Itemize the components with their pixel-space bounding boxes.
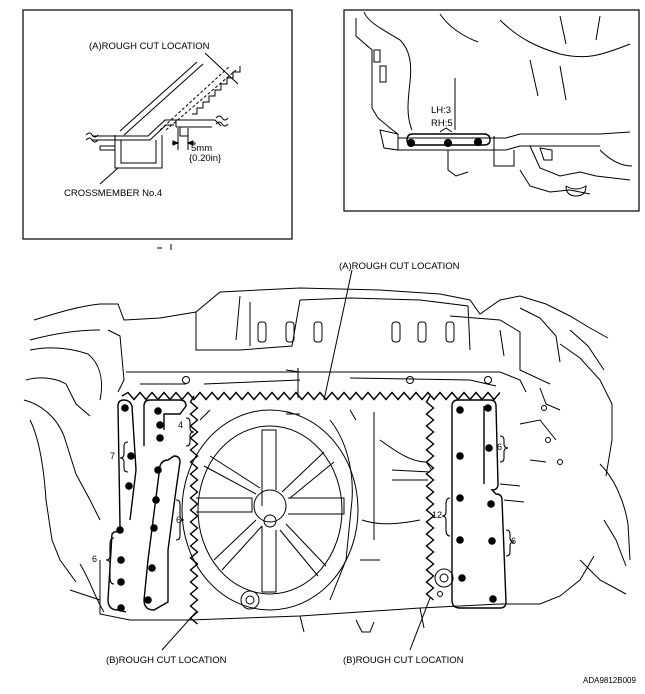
main-rough-cut-b-left-label: (B)ROUGH CUT LOCATION <box>106 655 227 666</box>
leader-bottom-right <box>409 597 431 651</box>
count-7: 7 <box>110 451 116 461</box>
brace-4 <box>185 417 195 447</box>
leader-bottom-left <box>161 611 197 651</box>
rh-count: RH:5 <box>431 118 453 129</box>
brace-6-mid <box>175 499 185 541</box>
bolt-dot <box>127 452 135 460</box>
bolt-dot <box>125 482 133 490</box>
crossmember-leader <box>99 167 119 185</box>
count-6-right-top: 6 <box>497 442 503 452</box>
brace-6-low <box>105 537 115 585</box>
rough-cut-line-a <box>121 391 501 401</box>
bracket-tick <box>439 127 453 133</box>
bolt-dot <box>116 526 124 534</box>
bolt-dot <box>117 578 125 586</box>
bolt-dot <box>121 404 129 412</box>
bolt-brackets-right <box>451 399 507 609</box>
bolt-dot <box>489 595 497 603</box>
floor-outline <box>23 287 631 633</box>
bolt-dot <box>154 407 162 415</box>
main-rough-cut-b-right-label: (B)ROUGH CUT LOCATION <box>343 655 464 666</box>
count-4: 4 <box>178 420 184 430</box>
bolt-dot <box>487 500 495 508</box>
brace-7 <box>119 441 129 473</box>
bolt-dot <box>443 138 453 148</box>
bolt-dot <box>473 137 483 147</box>
bolt-dot <box>156 421 164 429</box>
bolt-dot <box>458 574 466 582</box>
bolt-dot <box>144 596 152 604</box>
side-view-structure <box>355 11 633 197</box>
bolt-dot <box>154 466 162 474</box>
bolt-dot <box>117 604 125 612</box>
rough-cut-line-b-left <box>189 395 199 625</box>
bolt-dot <box>456 406 464 414</box>
figure-code: ADA9812B009 <box>583 676 636 685</box>
leader-top <box>323 269 353 401</box>
brace-6-right-top <box>499 435 509 463</box>
detail-rough-cut-label: (A)ROUGH CUT LOCATION <box>89 41 210 52</box>
brace-12 <box>441 497 451 537</box>
bolt-dot <box>456 494 464 502</box>
count-6-right-low: 6 <box>511 536 517 546</box>
spare-tire-well <box>181 409 454 611</box>
panel-mark <box>157 244 172 250</box>
bolt-dot <box>456 452 464 460</box>
dimension-mm: 5mm <box>191 143 213 154</box>
cut-marks <box>285 368 301 415</box>
bolt-dot <box>456 536 464 544</box>
bolt-dot <box>488 537 496 545</box>
crossmember-label: CROSSMEMBER No.4 <box>64 188 163 199</box>
bolt-dot <box>406 138 416 148</box>
bolt-dot <box>150 524 158 532</box>
detail-right-frame <box>343 9 640 212</box>
lh-count: LH:3 <box>431 105 452 116</box>
crossmember-section <box>85 52 241 185</box>
count-6-low: 6 <box>92 554 98 564</box>
count-braces <box>105 417 515 585</box>
bolt-dot <box>148 564 156 572</box>
rough-cut-leader <box>204 52 239 85</box>
detail-left-frame <box>22 9 293 240</box>
main-rough-cut-a-label: (A)ROUGH CUT LOCATION <box>339 261 460 272</box>
rough-cut-line-b-right <box>425 395 435 601</box>
bolt-dot <box>484 404 492 412</box>
dimension-in: {0.20in} <box>189 153 222 164</box>
bolt-dot <box>117 556 125 564</box>
bolt-dot <box>485 444 493 452</box>
bolt-dot <box>152 496 160 504</box>
brace-6-right-low <box>505 529 515 557</box>
count-12: 12 <box>432 510 443 520</box>
bolt-dot <box>156 434 164 442</box>
count-6-mid: 6 <box>176 515 182 525</box>
